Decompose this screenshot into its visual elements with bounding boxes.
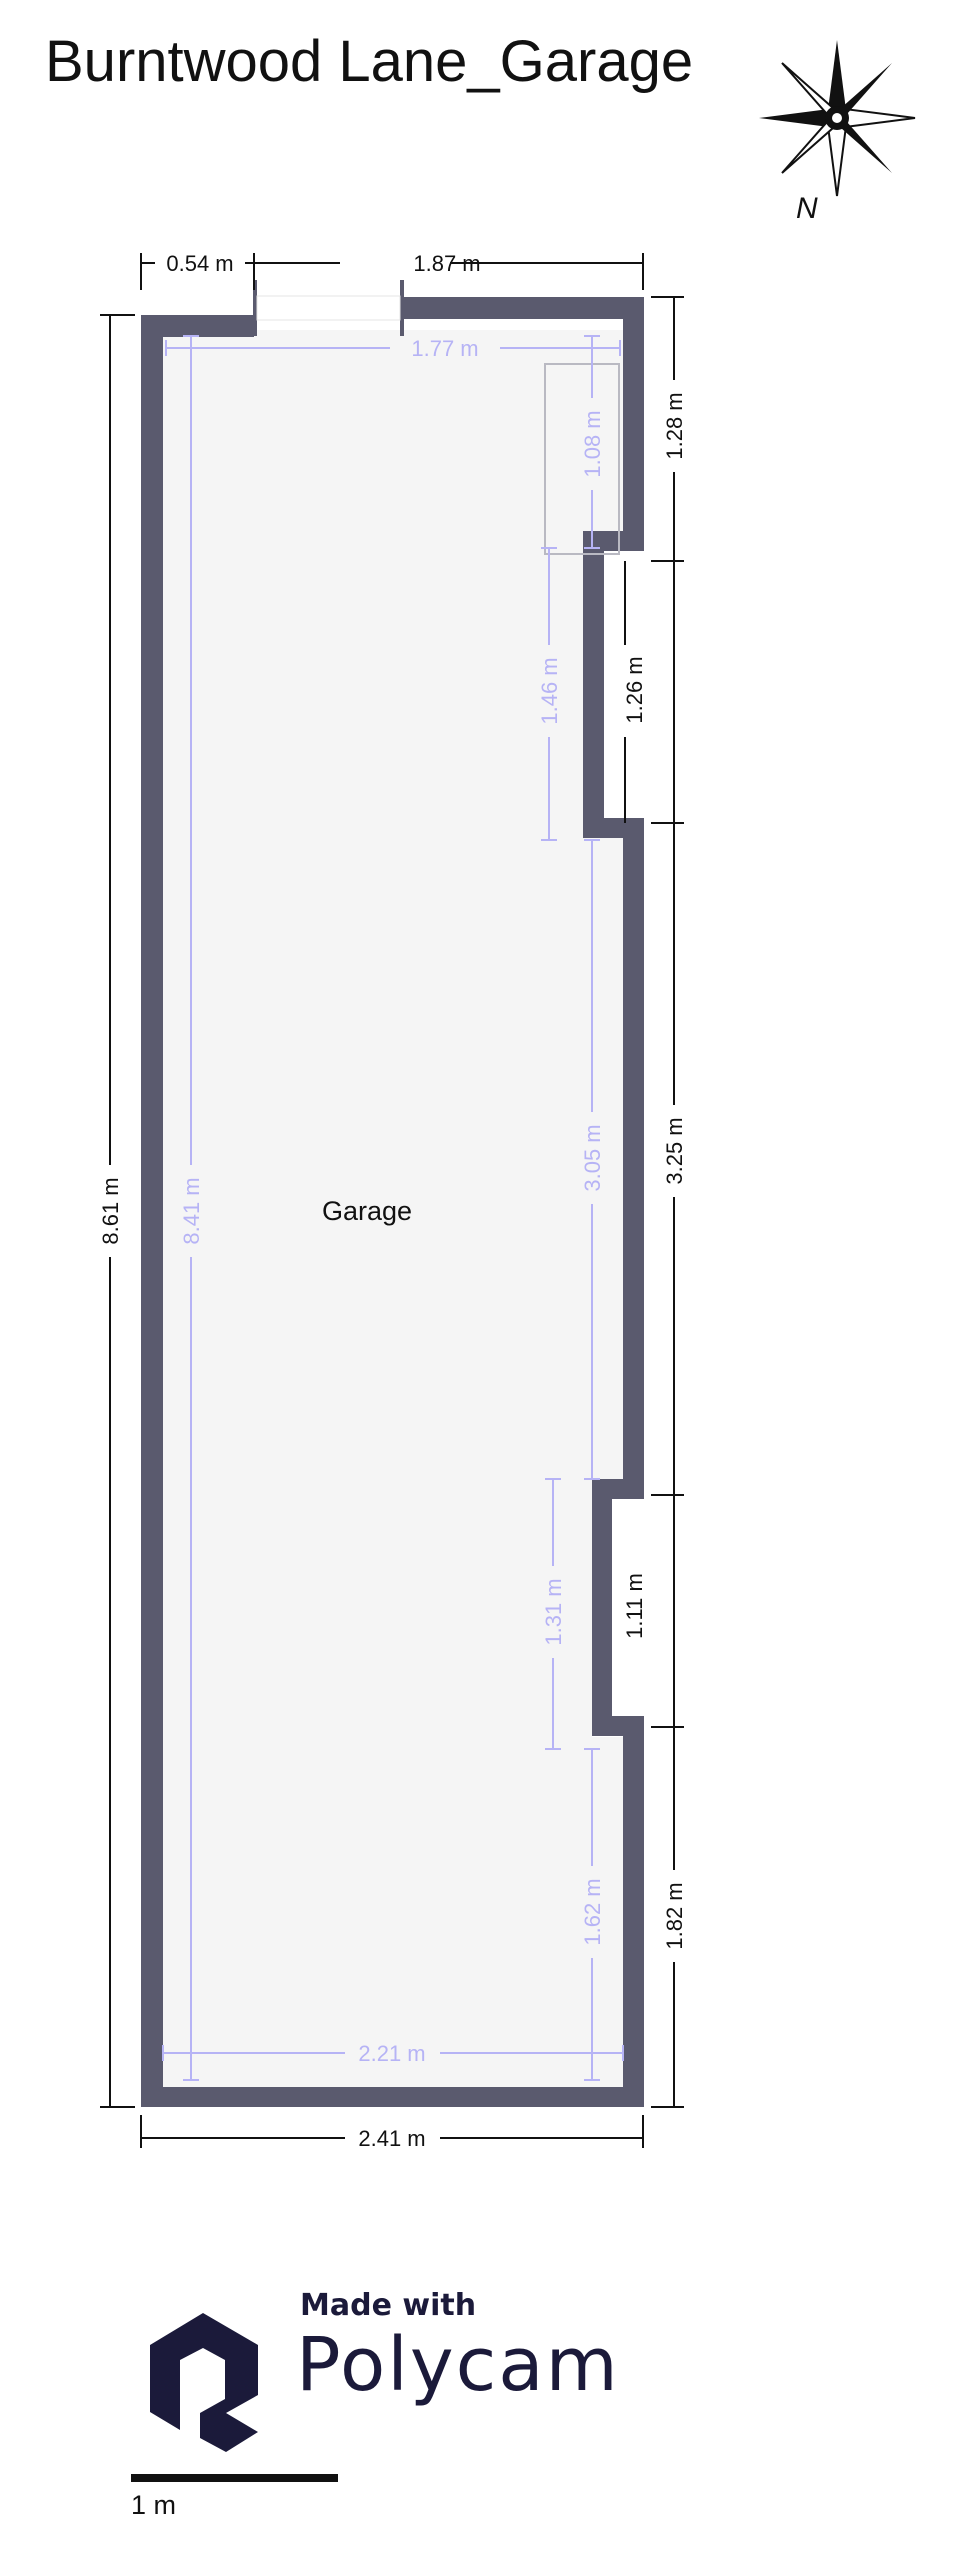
scale-bar — [131, 2474, 338, 2482]
dim-right-3: 3.25 m — [662, 1117, 687, 1184]
dim-right-5: 1.82 m — [662, 1882, 687, 1949]
page-title: Burntwood Lane_Garage — [45, 29, 694, 94]
room-label: Garage — [322, 1196, 412, 1226]
dim-interior-bottom: 2.21 m — [358, 2041, 425, 2066]
dim-top-opening: 1.87 m — [413, 251, 480, 276]
made-with-label: Made with — [300, 2288, 477, 2323]
dim-left: 8.61 m — [98, 1177, 123, 1244]
dim-interior-right-2: 1.46 m — [537, 657, 562, 724]
polycam-wordmark: Polycam — [296, 2322, 620, 2408]
polycam-logo-icon — [150, 2313, 258, 2452]
garage-opening — [256, 295, 401, 321]
dim-right-2: 1.26 m — [622, 656, 647, 723]
dim-interior-top: 1.77 m — [411, 336, 478, 361]
dim-right-4: 1.11 m — [622, 1573, 647, 1639]
fixture-box — [544, 363, 620, 555]
dim-interior-right-1: 1.08 m — [580, 410, 605, 477]
dim-interior-left: 8.41 m — [179, 1177, 204, 1244]
dim-bottom: 2.41 m — [358, 2126, 425, 2151]
compass-icon — [759, 40, 916, 197]
garage-floor — [163, 330, 623, 2087]
dim-top-left: 0.54 m — [166, 251, 233, 276]
dim-interior-right-5: 1.62 m — [580, 1878, 605, 1945]
compass-north-label: N — [796, 192, 818, 225]
walls — [141, 280, 644, 2107]
dim-right-1: 1.28 m — [662, 392, 687, 459]
scale-label: 1 m — [131, 2490, 177, 2520]
dim-interior-right-4: 1.31 m — [541, 1578, 566, 1645]
dim-interior-right-3: 3.05 m — [580, 1124, 605, 1191]
